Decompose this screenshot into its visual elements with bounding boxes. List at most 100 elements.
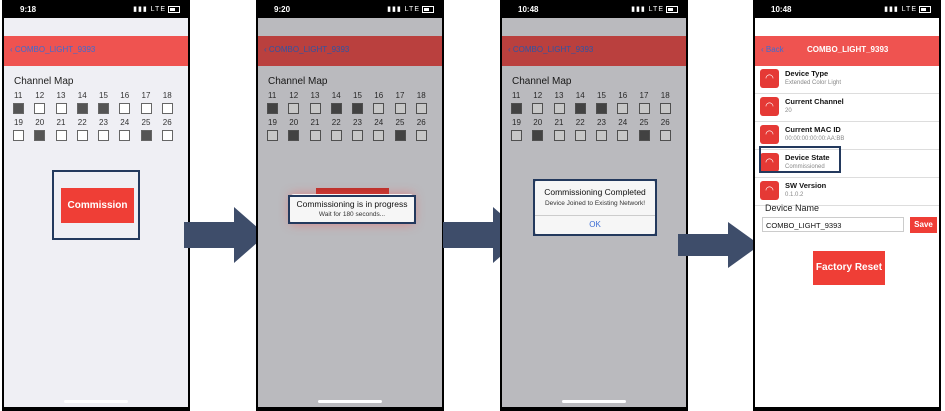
back-label: Back — [765, 45, 784, 54]
channel-checkbox[interactable] — [34, 103, 46, 114]
channel-number: 22 — [331, 118, 341, 127]
factory-reset-button[interactable]: Factory Reset — [813, 251, 885, 285]
channel-checkbox[interactable] — [352, 130, 363, 141]
channel-checkbox[interactable] — [415, 103, 427, 114]
channel-checkbox[interactable] — [373, 103, 385, 114]
channel-checkbox[interactable] — [532, 130, 544, 141]
channel-number: 23 — [597, 118, 606, 127]
progress-highlight-frame — [288, 195, 416, 224]
battery-icon — [919, 5, 931, 13]
device-info-value: 0.1.0.2 — [785, 192, 804, 198]
channel-checkbox[interactable] — [140, 103, 152, 114]
channel-number: 15 — [597, 91, 606, 100]
channel-checkbox[interactable] — [511, 130, 522, 141]
completion-highlight-frame — [533, 179, 657, 236]
device-info-value: Extended Color Light — [785, 80, 842, 86]
channel-number: 18 — [416, 91, 426, 100]
channel-checkbox[interactable] — [659, 130, 671, 141]
signal-icon: ▮▮▮ LTE — [387, 5, 434, 13]
channel-checkbox[interactable] — [394, 130, 406, 141]
channel-checkbox[interactable] — [76, 130, 88, 141]
channel-checkbox[interactable] — [55, 130, 67, 141]
back-button[interactable]: ‹ COMBO_LIGHT_9393 — [508, 45, 594, 54]
channel-checkbox[interactable] — [119, 103, 131, 114]
channel-checkbox[interactable] — [596, 103, 607, 114]
wifi-signal-icon: ◠ — [760, 153, 779, 172]
channel-number: 25 — [141, 118, 151, 127]
channel-checkbox[interactable] — [288, 130, 300, 141]
status-time: 10:48 — [518, 5, 539, 14]
channel-checkbox[interactable] — [352, 103, 363, 114]
home-indicator — [562, 400, 626, 403]
channel-checkbox[interactable] — [119, 130, 131, 141]
channel-checkbox[interactable] — [330, 103, 342, 114]
channel-number: 19 — [512, 118, 521, 127]
channel-checkbox[interactable] — [55, 103, 67, 114]
channel-checkbox[interactable] — [161, 103, 173, 114]
channel-checkbox[interactable] — [309, 103, 321, 114]
battery-icon — [666, 5, 678, 13]
save-button[interactable]: Save — [910, 217, 937, 233]
channel-cell: 26 — [415, 118, 437, 145]
channel-checkbox[interactable] — [98, 103, 109, 114]
channel-checkbox[interactable] — [553, 130, 565, 141]
channel-checkbox[interactable] — [98, 130, 109, 141]
phone-screen-3: 10:48 ▮▮▮ LTE ‹ COMBO_LIGHT_9393 Channel… — [500, 0, 688, 411]
channel-checkbox[interactable] — [373, 130, 385, 141]
channel-checkbox[interactable] — [574, 130, 586, 141]
channel-cell: 23 — [596, 118, 617, 145]
channel-checkbox[interactable] — [617, 103, 629, 114]
alert-ok-button[interactable]: OK — [535, 215, 655, 229]
channel-checkbox[interactable] — [161, 130, 173, 141]
channel-checkbox[interactable] — [553, 103, 565, 114]
channel-checkbox[interactable] — [659, 103, 671, 114]
channel-checkbox[interactable] — [511, 103, 522, 114]
channel-number: 20 — [289, 118, 299, 127]
channel-checkbox[interactable] — [288, 103, 300, 114]
channel-cell: 24 — [617, 118, 638, 145]
channel-cell: 22 — [574, 118, 596, 145]
channel-checkbox[interactable] — [638, 103, 650, 114]
channel-checkbox[interactable] — [267, 103, 278, 114]
back-button[interactable]: ‹ COMBO_LIGHT_9393 — [10, 45, 96, 54]
device-info-label: Current Channel — [785, 97, 844, 106]
device-name-input[interactable]: COMBO_LIGHT_9393 — [762, 217, 904, 232]
channel-checkbox[interactable] — [140, 130, 152, 141]
channel-checkbox[interactable] — [638, 130, 650, 141]
channel-number: 24 — [120, 118, 130, 127]
channel-checkbox[interactable] — [34, 130, 46, 141]
channel-checkbox[interactable] — [574, 103, 586, 114]
device-name-title: Device Name — [765, 203, 820, 213]
channel-checkbox[interactable] — [13, 103, 24, 114]
back-button[interactable]: ‹ COMBO_LIGHT_9393 — [264, 45, 350, 54]
channel-checkbox[interactable] — [309, 130, 321, 141]
channel-checkbox[interactable] — [617, 130, 629, 141]
commission-button[interactable] — [316, 188, 389, 198]
channel-checkbox[interactable] — [394, 103, 406, 114]
channel-number: 19 — [268, 118, 277, 127]
channel-checkbox[interactable] — [330, 130, 342, 141]
channel-checkbox[interactable] — [267, 130, 278, 141]
commission-button[interactable]: Commission — [61, 188, 134, 223]
channel-number: 16 — [120, 91, 130, 100]
channel-checkbox[interactable] — [532, 103, 544, 114]
channel-cell: 18 — [415, 91, 437, 118]
channel-number: 26 — [660, 118, 670, 127]
channel-map-title: Channel Map — [512, 76, 572, 87]
completion-alert: Commissioning Completed Device Joined to… — [535, 180, 655, 235]
back-label: COMBO_LIGHT_9393 — [512, 45, 594, 54]
back-button[interactable]: ‹ Back — [761, 45, 784, 54]
channel-checkbox[interactable] — [415, 130, 427, 141]
device-state-highlight-frame — [759, 146, 841, 173]
channel-checkbox[interactable] — [76, 103, 88, 114]
device-info-label: Current MAC ID — [785, 125, 841, 134]
channel-checkbox[interactable] — [13, 130, 24, 141]
status-time: 9:18 — [20, 5, 37, 14]
channel-cell: 24 — [373, 118, 394, 145]
alert-message: Wait for 180 seconds... — [318, 211, 386, 218]
channel-checkbox[interactable] — [596, 130, 607, 141]
channel-number: 12 — [35, 91, 45, 100]
device-info-label: Device State — [785, 153, 830, 162]
